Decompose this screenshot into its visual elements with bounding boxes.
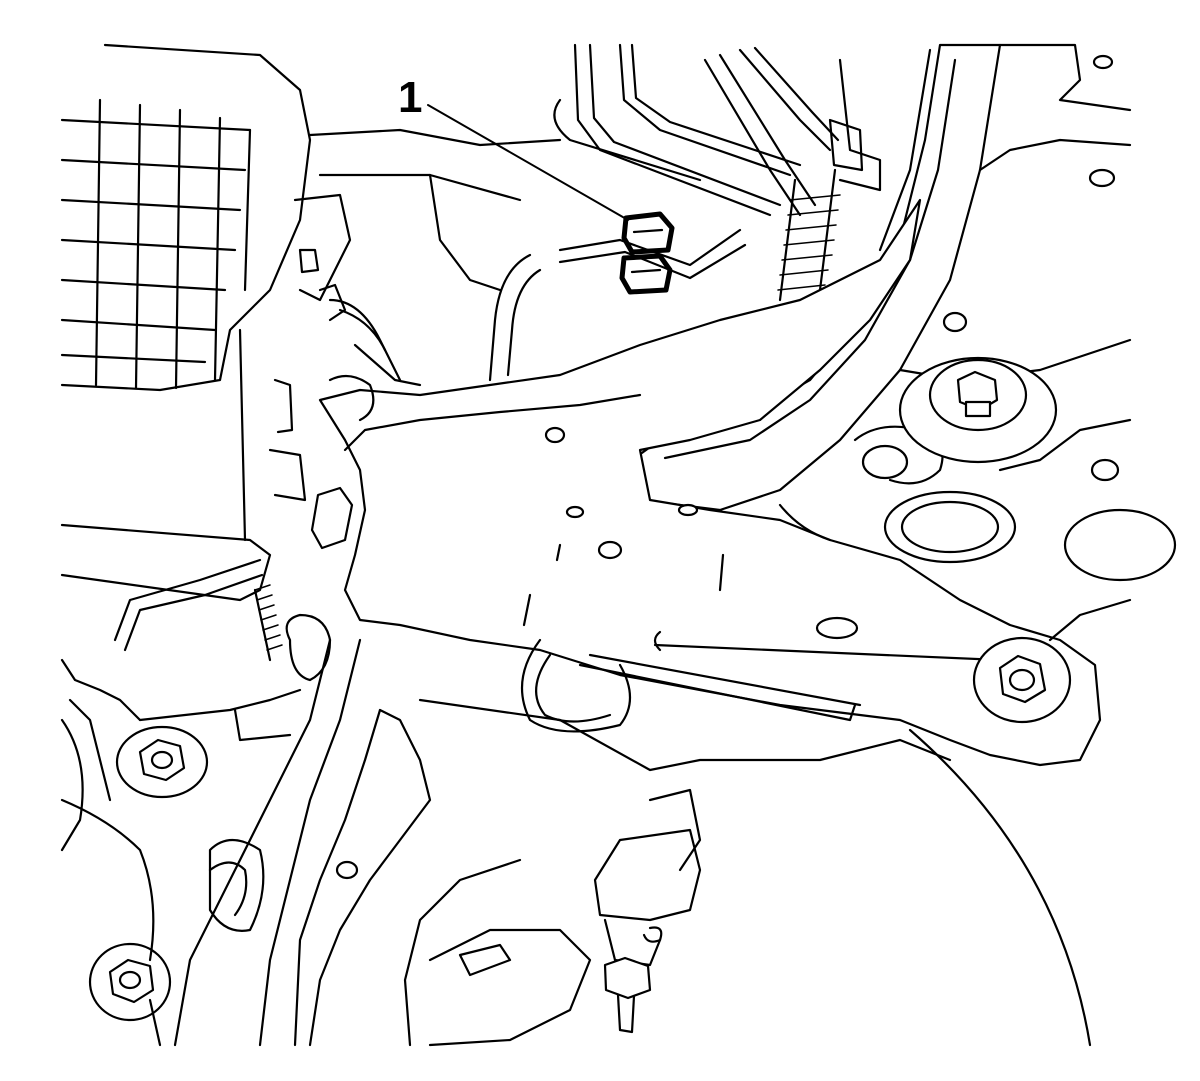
radiator-grille bbox=[60, 43, 312, 602]
brake-rotor-edge bbox=[908, 728, 1092, 1047]
pipe-clip bbox=[619, 211, 675, 295]
control-arm-bolt-rear bbox=[972, 636, 1072, 724]
brake-lines bbox=[488, 43, 840, 382]
steering-knuckle bbox=[60, 688, 302, 1047]
coil-spring bbox=[777, 58, 882, 302]
wiring-bracket bbox=[268, 193, 422, 550]
subframe-mount-bolt-upper bbox=[898, 356, 1058, 464]
subframe-holes bbox=[522, 54, 1177, 640]
knuckle-bolt-lower bbox=[88, 942, 172, 1022]
callout-1-leader bbox=[427, 104, 629, 221]
engine-outline bbox=[308, 128, 562, 292]
tie-rod-end bbox=[428, 788, 702, 1047]
stabilizer-link bbox=[60, 558, 332, 852]
callout-1-label: 1 bbox=[398, 73, 422, 122]
subframe bbox=[318, 43, 1132, 767]
lower-control-arm bbox=[173, 638, 952, 1047]
knuckle-bolt-upper bbox=[115, 725, 209, 799]
